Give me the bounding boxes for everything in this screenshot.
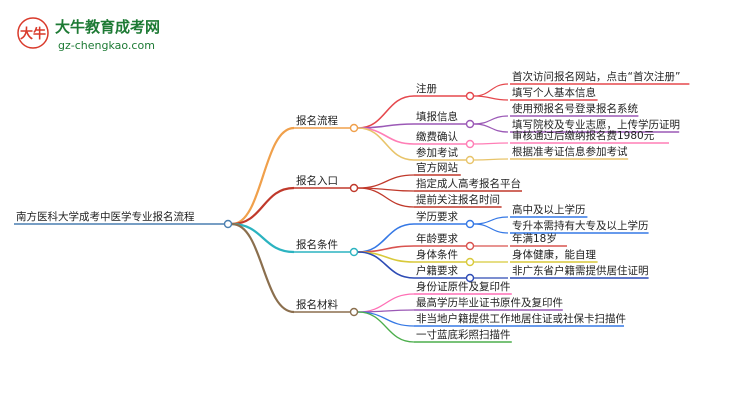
connector-line (473, 216, 509, 225)
node-dot[interactable] (465, 219, 475, 229)
svg-text:大牛: 大牛 (20, 26, 46, 42)
connector-line (473, 83, 509, 97)
node-dot[interactable] (349, 307, 359, 317)
connector-line (357, 187, 415, 208)
node-dot[interactable] (465, 273, 475, 283)
node-dot[interactable] (465, 155, 475, 165)
leaf-label-1-0: 官方网站 (416, 161, 458, 174)
site-logo[interactable]: 大牛 大牛教育成考网 gz-chengkao.com (17, 17, 160, 52)
branch-label-0: 报名流程 (296, 114, 338, 127)
connector-line (357, 311, 415, 327)
leaf-label-1-1: 指定成人高考报名平台 (416, 177, 521, 190)
connector-line (357, 127, 415, 161)
node-dot[interactable] (465, 91, 475, 101)
leaf-label-0-0-1: 填写个人基本信息 (512, 86, 596, 99)
logo-mark: 大牛 (17, 17, 49, 49)
leaf-label-3-0: 身份证原件及复印件 (416, 280, 511, 293)
leaf-label-3-1: 最高学历毕业证书原件及复印件 (416, 296, 563, 309)
child-label-2-3: 户籍要求 (416, 264, 458, 277)
node-dot[interactable] (223, 219, 233, 229)
connector-line (357, 123, 415, 129)
connector-line (473, 223, 509, 234)
leaf-label-0-1-1: 填写院校及专业志愿，上传学历证明 (512, 118, 680, 131)
child-label-2-0: 学历要求 (416, 210, 458, 223)
leaf-label-1-2: 提前关注报名时间 (416, 193, 500, 206)
connector-line (473, 158, 509, 161)
connector-line (357, 245, 415, 253)
branch-label-3: 报名材料 (296, 298, 338, 311)
child-label-2-2: 身体条件 (416, 248, 458, 261)
node-dot[interactable] (349, 183, 359, 193)
leaf-label-2-1-0: 年满18岁 (512, 232, 557, 245)
connector-line (231, 126, 295, 226)
node-dot[interactable] (465, 139, 475, 149)
node-dot[interactable] (465, 257, 475, 267)
logo-title: 大牛教育成考网 (55, 18, 160, 36)
connector-line (231, 222, 295, 254)
child-label-0-0: 注册 (416, 82, 437, 95)
connector-line (357, 311, 415, 343)
branch-label-1: 报名入口 (296, 174, 338, 187)
connector-line (357, 174, 415, 189)
node-dot[interactable] (465, 119, 475, 129)
root-node-label: 南方医科大学成考中医学专业报名流程 (16, 210, 195, 223)
connector-line (357, 293, 415, 313)
leaf-label-2-0-0: 高中及以上学历 (512, 203, 586, 216)
connector-line (231, 186, 295, 226)
connector-line (473, 142, 509, 145)
leaf-label-0-1-0: 使用预报名号登录报名系统 (512, 102, 638, 115)
connector-line (473, 95, 509, 101)
connector-line (357, 251, 415, 279)
child-label-0-2: 缴费确认 (416, 130, 458, 143)
leaf-label-0-3-0: 根据准考证信息参加考试 (512, 145, 628, 158)
leaf-label-0-2-0: 审核通过后缴纳报名费1980元 (512, 129, 655, 142)
child-label-0-3: 参加考试 (416, 146, 458, 159)
connector-line (357, 127, 415, 145)
leaf-label-3-2: 非当地户籍提供工作地居住证或社保卡扫描件 (416, 312, 626, 325)
leaf-label-2-3-0: 非广东省户籍需提供居住证明 (512, 264, 649, 277)
logo-url: gz-chengkao.com (58, 39, 155, 52)
branch-label-2: 报名条件 (296, 238, 338, 251)
leaf-label-0-0-0: 首次访问报名网站，点击“首次注册” (512, 70, 680, 83)
connector-line (357, 95, 415, 129)
leaf-label-2-2-0: 身体健康，能自理 (512, 248, 596, 261)
leaf-label-2-0-1: 专升本需持有大专及以上学历 (512, 219, 649, 232)
connector-line (357, 223, 415, 253)
connector-line (473, 115, 509, 125)
leaf-label-3-3: 一寸蓝底彩照扫描件 (416, 328, 511, 341)
connector-line (473, 123, 509, 133)
node-dot[interactable] (465, 241, 475, 251)
child-label-2-1: 年龄要求 (416, 232, 458, 245)
node-dot[interactable] (349, 123, 359, 133)
node-dot[interactable] (349, 247, 359, 257)
child-label-0-1: 填报信息 (416, 110, 458, 123)
connector-line (231, 222, 295, 314)
